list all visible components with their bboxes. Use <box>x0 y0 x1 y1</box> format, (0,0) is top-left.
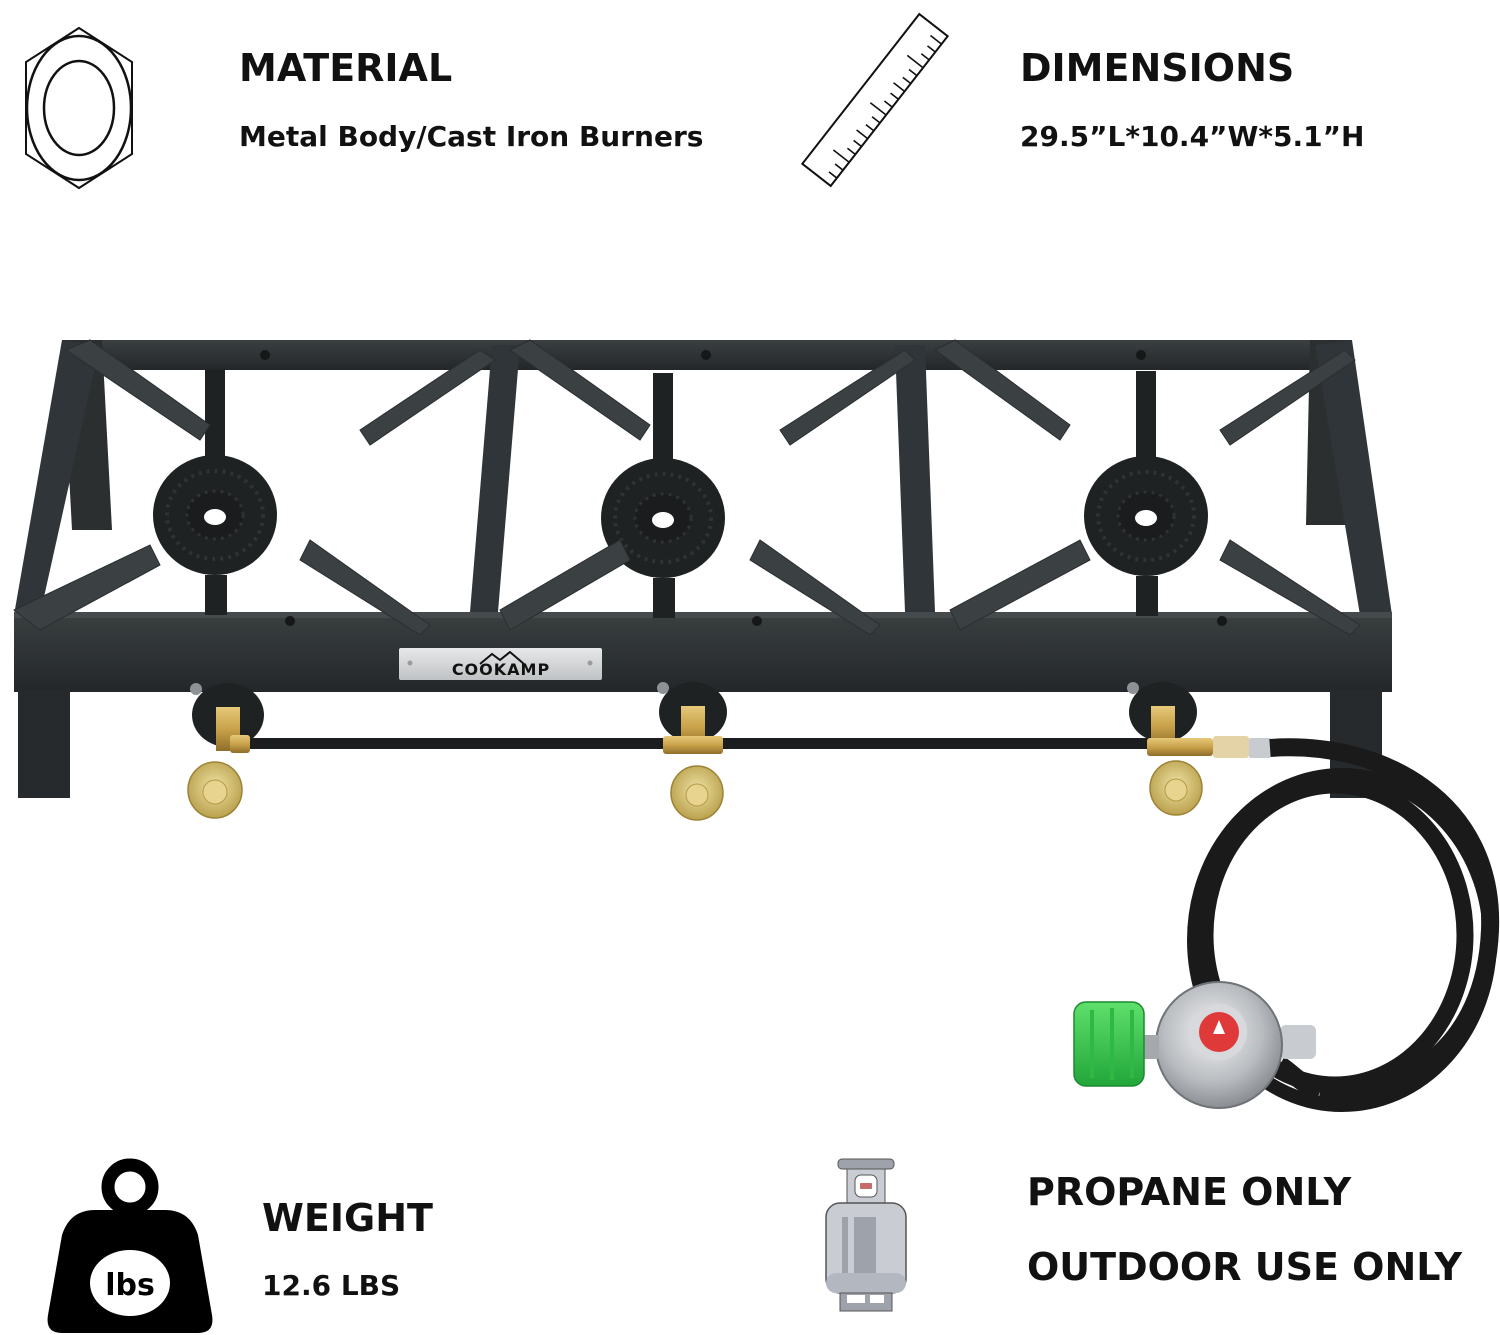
valve-2 <box>657 682 727 754</box>
burner-3 <box>1084 371 1208 616</box>
valve-1 <box>190 683 264 753</box>
valve-knob-3[interactable] <box>1149 760 1203 816</box>
dimensions-value: 29.5”L*10.4”W*5.1”H <box>1020 120 1365 153</box>
stove-frame <box>14 340 1392 798</box>
weight-icon-label: lbs <box>105 1268 155 1303</box>
hex-nut-icon <box>25 26 133 190</box>
propane-tank-icon <box>825 1158 907 1312</box>
valve-knob-2[interactable] <box>670 765 724 821</box>
weight-title: WEIGHT <box>262 1196 433 1240</box>
weight-icon: lbs <box>47 1158 213 1333</box>
brand-logo: COOKAMP <box>451 660 551 679</box>
propane-regulator <box>1143 981 1316 1109</box>
brand-plate <box>399 648 602 680</box>
regulator-tank-connector[interactable] <box>1073 1001 1145 1087</box>
burner-2 <box>601 373 725 618</box>
weight-value: 12.6 LBS <box>262 1269 401 1302</box>
propane-only-label: PROPANE ONLY <box>1027 1170 1352 1214</box>
material-value: Metal Body/Cast Iron Burners <box>239 120 704 153</box>
burner-1 <box>153 370 277 615</box>
outdoor-use-only-label: OUTDOOR USE ONLY <box>1027 1245 1463 1289</box>
pot-supports <box>13 339 1361 636</box>
triple-burner-stove-image <box>13 339 1500 1112</box>
material-title: MATERIAL <box>239 46 453 90</box>
valve-3 <box>1127 682 1271 758</box>
ruler-icon <box>800 12 950 188</box>
gas-hose <box>1187 738 1500 1112</box>
valve-knob-1[interactable] <box>187 761 243 819</box>
dimensions-title: DIMENSIONS <box>1020 46 1295 90</box>
